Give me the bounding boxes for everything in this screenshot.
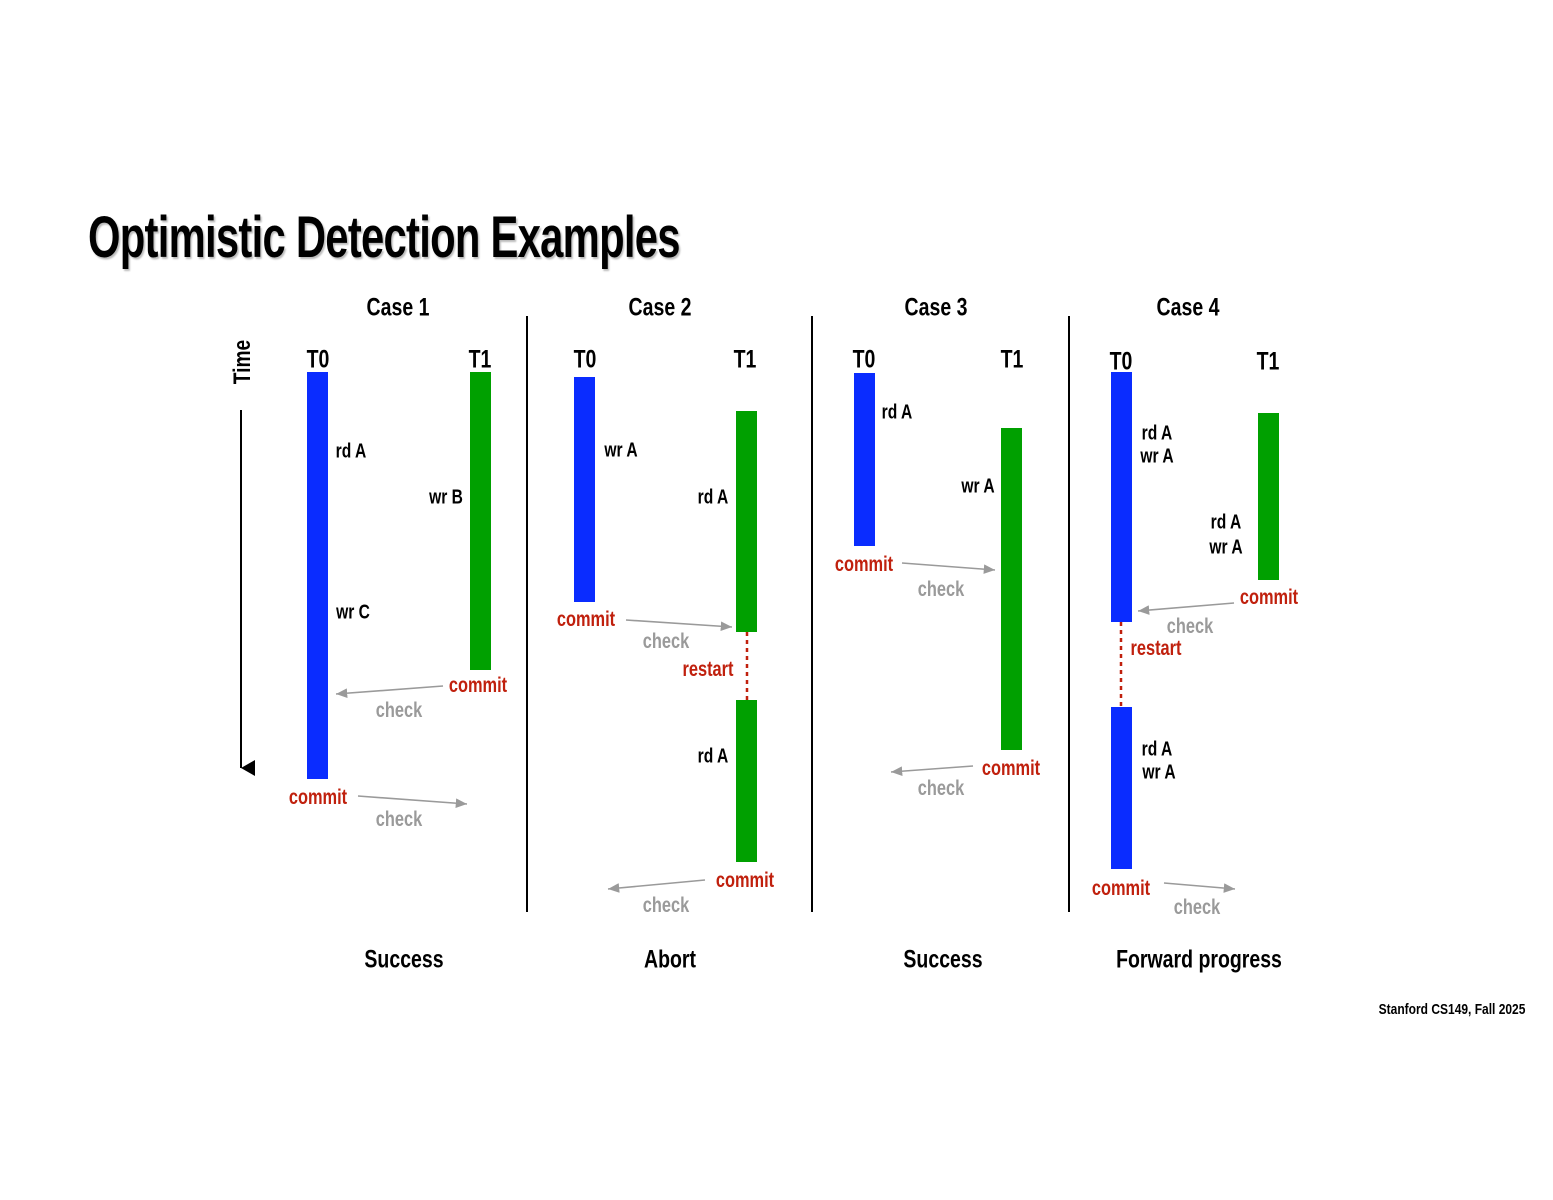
check-arrow — [607, 879, 706, 893]
check-arrow — [625, 619, 733, 632]
operation-label: wr A — [1142, 761, 1176, 784]
operation-label: rd A — [1141, 422, 1173, 445]
check-label: check — [642, 894, 690, 917]
t1-transaction-bar — [1001, 428, 1022, 750]
check-arrow — [357, 795, 468, 808]
operation-label: wr A — [961, 475, 995, 498]
restart-label: restart — [1130, 637, 1182, 660]
check-arrow — [1137, 602, 1235, 615]
check-arrow — [335, 685, 444, 698]
check-arrow — [901, 562, 996, 574]
case-3-title: Case 3 — [904, 293, 968, 322]
check-label: check — [1166, 615, 1214, 638]
commit-label: commit — [448, 674, 508, 697]
check-label: check — [642, 630, 690, 653]
operation-label: rd A — [335, 440, 367, 463]
case-2-result: Abort — [644, 945, 696, 974]
operation-label: rd A — [1141, 738, 1173, 761]
operation-label: rd A — [697, 745, 729, 768]
commit-label: commit — [834, 553, 894, 576]
commit-label: commit — [1239, 586, 1299, 609]
operation-label: wr A — [1140, 445, 1174, 468]
check-label: check — [917, 777, 965, 800]
check-label: check — [375, 699, 423, 722]
operation-label: wr A — [604, 439, 638, 462]
t1-header: T1 — [468, 345, 492, 374]
t1-transaction-bar — [470, 372, 491, 670]
t0-transaction-bar — [1111, 372, 1132, 622]
operation-label: wr B — [429, 486, 463, 509]
operation-label: wr C — [336, 601, 370, 624]
t1-header: T1 — [1256, 347, 1280, 376]
check-label: check — [1173, 896, 1221, 919]
t0-header: T0 — [306, 345, 330, 374]
t0-header: T0 — [852, 345, 876, 374]
case-3-result: Success — [903, 945, 983, 974]
case-4-title: Case 4 — [1156, 293, 1220, 322]
check-label: check — [917, 578, 965, 601]
commit-label: commit — [715, 869, 775, 892]
operation-label: rd A — [1210, 511, 1242, 534]
slide-title: Optimistic Detection Examples — [88, 205, 681, 270]
footer-credit: Stanford CS149, Fall 2025 — [1378, 1001, 1525, 1018]
case-2-title: Case 2 — [628, 293, 692, 322]
t0-header: T0 — [573, 345, 597, 374]
commit-label: commit — [556, 608, 616, 631]
check-arrow — [1163, 882, 1236, 893]
t0-transaction-bar — [1111, 707, 1132, 869]
restart-label: restart — [682, 658, 734, 681]
t0-transaction-bar — [854, 373, 875, 546]
case-1-result: Success — [364, 945, 444, 974]
commit-label: commit — [981, 757, 1041, 780]
case-1-title: Case 1 — [366, 293, 430, 322]
check-arrow — [890, 765, 974, 776]
check-label: check — [375, 808, 423, 831]
t1-header: T1 — [1000, 345, 1024, 374]
t1-header: T1 — [733, 345, 757, 374]
t0-transaction-bar — [307, 372, 328, 779]
t1-transaction-bar — [1258, 413, 1279, 580]
operation-label: rd A — [881, 401, 913, 424]
case-4-result: Forward progress — [1116, 945, 1282, 974]
operation-label: rd A — [697, 486, 729, 509]
t1-transaction-bar — [736, 700, 757, 862]
t0-transaction-bar — [574, 377, 595, 602]
commit-label: commit — [1091, 877, 1151, 900]
commit-label: commit — [288, 786, 348, 809]
t0-header: T0 — [1109, 347, 1133, 376]
t1-transaction-bar — [736, 411, 757, 632]
operation-label: wr A — [1209, 536, 1243, 559]
